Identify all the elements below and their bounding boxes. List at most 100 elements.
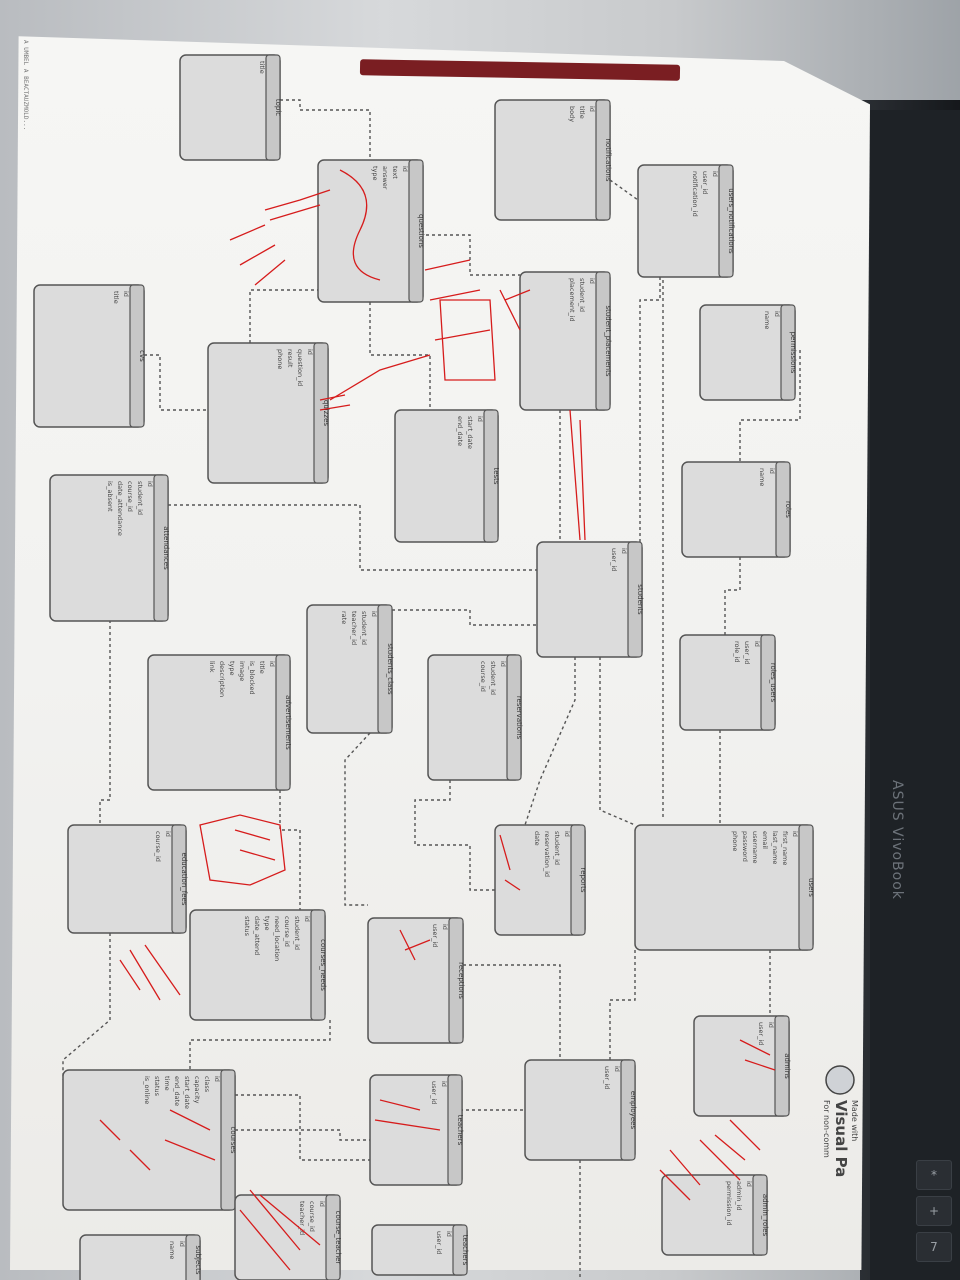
- entity-title: teachers: [461, 1235, 469, 1266]
- entity-field: id: [441, 924, 449, 930]
- connector-line: [370, 302, 430, 410]
- connector-line: [525, 657, 575, 825]
- entity-field: id: [213, 1076, 221, 1082]
- connector-line: [415, 780, 495, 890]
- entity-field: title: [578, 106, 586, 119]
- entity-field: id: [620, 548, 628, 554]
- connector-line: [63, 933, 110, 1080]
- entity-box: [68, 825, 186, 933]
- entity-title: receptions: [457, 962, 465, 999]
- entity-title: users: [807, 878, 815, 897]
- entity-field: answer: [381, 166, 389, 190]
- entity-field: title: [258, 61, 266, 74]
- entity-field: id: [753, 641, 761, 647]
- entity-title: reservations: [515, 696, 523, 740]
- entity-tests: testsidstart_dateend_date: [395, 410, 500, 542]
- entity-field: id: [563, 831, 571, 837]
- entity-field: notification_id: [691, 171, 699, 217]
- red-pen-mark: [235, 830, 275, 860]
- entity-notifications: notificationsidtitlebody: [495, 100, 612, 220]
- entity-field: id: [768, 468, 776, 474]
- entity-field: user_id: [435, 1231, 443, 1254]
- connector-line: [610, 180, 638, 200]
- connector-line: [610, 950, 635, 1060]
- entity-title: cvs: [138, 350, 146, 362]
- entity-field: id: [745, 1181, 753, 1187]
- entity-field: teacher_id: [350, 611, 358, 645]
- entity-field: id: [146, 481, 154, 487]
- entity-field: body: [568, 106, 576, 122]
- red-pen-mark: [715, 1120, 760, 1160]
- entity-field: id: [440, 1081, 448, 1087]
- connector-line: [235, 1130, 370, 1140]
- entity-field: role_id: [733, 641, 741, 663]
- entity-field: date: [533, 831, 541, 846]
- entity-title: questions: [417, 214, 425, 248]
- entity-field: class: [203, 1076, 211, 1093]
- entity-field: title: [112, 291, 120, 304]
- entity-student-placements: student_placementsidstudent_idplacement_…: [520, 272, 612, 410]
- entity-field: user_id: [743, 641, 751, 664]
- entity-field: course_id: [126, 481, 134, 512]
- entity-field: time: [163, 1076, 171, 1091]
- entity-education-fees: education_feesidcourse_id: [68, 825, 188, 933]
- entity-field: username: [751, 831, 759, 864]
- entity-title: permissions: [789, 332, 797, 374]
- entity-field: date_attend: [253, 916, 261, 955]
- entity-field: id: [268, 661, 276, 667]
- entity-field: course_id: [283, 916, 291, 947]
- entity-students-class: students_classidstudent_idteacher_idrate: [307, 605, 394, 733]
- entity-title: employees: [629, 1091, 637, 1130]
- entity-field: name: [758, 468, 766, 486]
- entity-field: id: [306, 349, 314, 355]
- red-pen-mark: [570, 410, 585, 540]
- connector-line: [463, 965, 560, 1060]
- entity-box: [34, 285, 144, 427]
- connector-line: [640, 277, 660, 545]
- entity-field: description: [218, 661, 226, 697]
- entity-title: users_notifications: [727, 188, 735, 254]
- entity-box: [495, 100, 610, 220]
- entity-box: [208, 343, 328, 483]
- entity-field: start_date: [466, 416, 474, 449]
- entity-field: permission_id: [725, 1181, 733, 1226]
- entity-field: end_date: [456, 416, 464, 446]
- entity-cvs: cvs idtitle: [34, 285, 146, 427]
- entity-field: user_id: [701, 171, 709, 194]
- entity-title: advertisements: [284, 695, 292, 750]
- connector-line: [250, 290, 318, 343]
- entity-field: id: [122, 291, 130, 297]
- entity-reports: reportsidstudent_idreservation_iddate: [495, 825, 587, 935]
- entity-bottom-a: teachersiduser_id: [372, 1225, 469, 1275]
- entity-roles: rolesidname: [682, 462, 792, 557]
- entity-title: admin_roles: [761, 1194, 769, 1237]
- entity-title: courses: [229, 1126, 237, 1153]
- entity-quizzes: quizzesidquestion_idresultphone: [208, 343, 330, 483]
- entity-teachers: teachersiduser_id: [370, 1075, 464, 1185]
- entity-title: attendances: [162, 526, 170, 570]
- entity-field: student_id: [293, 916, 301, 950]
- entity-field: end_date: [173, 1076, 181, 1106]
- entity-receptions: receptionsiduser_id: [368, 918, 465, 1043]
- entity-field: start_date: [183, 1076, 191, 1109]
- entity-field: password: [741, 831, 749, 862]
- entity-field: need_location: [273, 916, 281, 961]
- red-pen-mark: [440, 300, 495, 380]
- entity-field: date_attendance: [116, 481, 124, 536]
- entity-field: course_id: [479, 661, 487, 692]
- connector-line: [280, 100, 370, 160]
- entity-permissions: permissionsidname: [700, 305, 797, 400]
- entity-box: [395, 410, 498, 542]
- entity-field: type: [263, 916, 271, 931]
- entity-field: student_id: [136, 481, 144, 515]
- entity-field: email: [761, 831, 769, 849]
- entity-field: id: [767, 1022, 775, 1028]
- entity-field: status: [153, 1076, 161, 1097]
- entity-attendances: attendances idstudent_idcourse_iddate_att…: [50, 475, 170, 621]
- entity-courses: coursesidclasscapacitystart_dateend_date…: [63, 1070, 237, 1210]
- entity-field: student_id: [578, 278, 586, 312]
- entity-field: reservation_id: [543, 831, 551, 877]
- entity-field: image: [238, 661, 246, 681]
